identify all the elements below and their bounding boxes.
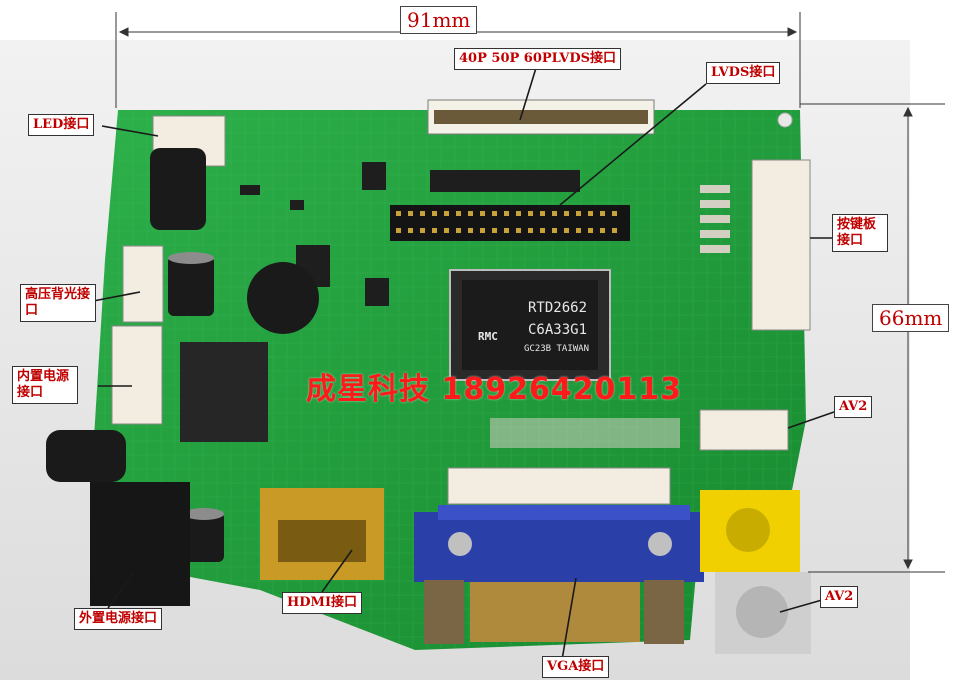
keypad-connector [751, 159, 811, 331]
dc-power-jack [90, 482, 190, 606]
main-chip [449, 269, 611, 381]
callout-lvds-40-50-60: 40P 50P 60PLVDS接口 [454, 48, 621, 70]
chip-model: RTD2662 [528, 300, 588, 316]
callout-hv-backlight: 高压背光接口 [20, 284, 96, 322]
callout-external-power: 外置电源接口 [74, 608, 163, 630]
callout-vga: VGA接口 [542, 656, 610, 678]
callout-keypad: 按键板接口 [832, 214, 888, 252]
av-rca-jacks [700, 490, 811, 654]
white-header [447, 467, 671, 505]
chip-code: C6A33G1 [528, 322, 588, 338]
hv-backlight-connector [122, 245, 164, 323]
dimension-lines [115, 12, 945, 573]
callout-hdmi: HDMI接口 [282, 592, 363, 614]
lvds-fpc-connector [427, 99, 655, 135]
inductors [46, 148, 319, 482]
callout-lines [87, 67, 835, 661]
hdmi-port [260, 488, 384, 580]
callout-av2-bottom: AV2 [820, 586, 859, 608]
lvds-pin-header [390, 205, 630, 241]
voltage-regulator [180, 342, 268, 442]
callout-internal-power: 内置电源接口 [12, 366, 78, 404]
callout-lvds: LVDS接口 [706, 62, 781, 84]
capacitors [168, 252, 224, 562]
resistor-arrays [490, 185, 730, 448]
callout-led: LED接口 [28, 114, 95, 136]
chip-origin: GC23B TAIWAN [524, 344, 590, 354]
smd-components [240, 162, 580, 306]
width-dimension-label: 91mm [400, 6, 478, 34]
av2-header [699, 409, 789, 451]
height-dimension-label: 66mm [872, 304, 950, 332]
internal-power-connector [111, 325, 163, 425]
callout-av2-top: AV2 [834, 396, 873, 418]
watermark-text: 成星科技 18926420113 [306, 372, 683, 407]
vga-port [414, 505, 704, 644]
chip-brand: RMC [478, 330, 498, 343]
